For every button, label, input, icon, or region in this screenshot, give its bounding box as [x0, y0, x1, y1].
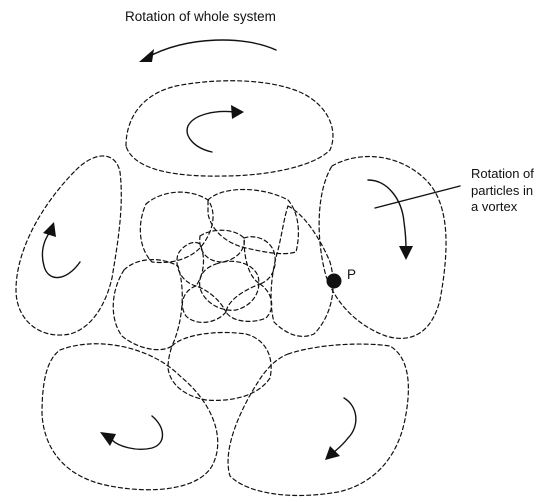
- central-core: [199, 260, 260, 311]
- lower-left-vortex-arrow: [111, 415, 164, 450]
- middle-vortex-ring: [112, 188, 334, 401]
- outer-vortex-ring: [15, 80, 447, 497]
- vortex-lower-right: [227, 343, 409, 497]
- vortex-rotation-label-line-1: Rotation of: [471, 166, 534, 181]
- point-p-label: P: [347, 267, 356, 282]
- upper-right-vortex-arrow: [367, 179, 407, 251]
- mid-vortex-right: [270, 205, 334, 337]
- vortex-top: [125, 80, 334, 177]
- inner-vortex-4: [181, 285, 227, 323]
- inner-vortex-1: [199, 229, 245, 263]
- inner-vortex-5: [176, 241, 205, 287]
- vortex-label-leader-line: [374, 185, 461, 209]
- inner-vortex-ring: [176, 229, 276, 323]
- vortex-upper-left: [15, 155, 122, 336]
- vortex-rotation-label-line-3: a vortex: [471, 199, 518, 214]
- vortex-lower-left: [41, 343, 219, 491]
- system-rotation-arrow: [139, 39, 277, 62]
- system-rotation-label: Rotation of whole system: [125, 9, 276, 24]
- mid-vortex-left: [112, 259, 183, 351]
- inner-vortex-2: [243, 236, 276, 285]
- mid-vortex-upper-left: [139, 191, 214, 264]
- upper-left-vortex-arrow: [41, 231, 81, 279]
- vortex-rotation-label: Rotation of particles in a vortex: [471, 166, 538, 214]
- mid-vortex-bottom: [167, 331, 272, 401]
- vortex-rotation-label-line-2: particles in: [471, 183, 533, 198]
- point-p-marker: [326, 273, 342, 289]
- lower-right-vortex-arrow: [331, 397, 357, 455]
- inner-vortex-3: [225, 283, 273, 322]
- top-vortex-arrow: [186, 110, 235, 153]
- vortex-arrows: [41, 105, 413, 460]
- mid-vortex-upper-right: [207, 188, 299, 255]
- vortex-upper-right: [318, 155, 447, 339]
